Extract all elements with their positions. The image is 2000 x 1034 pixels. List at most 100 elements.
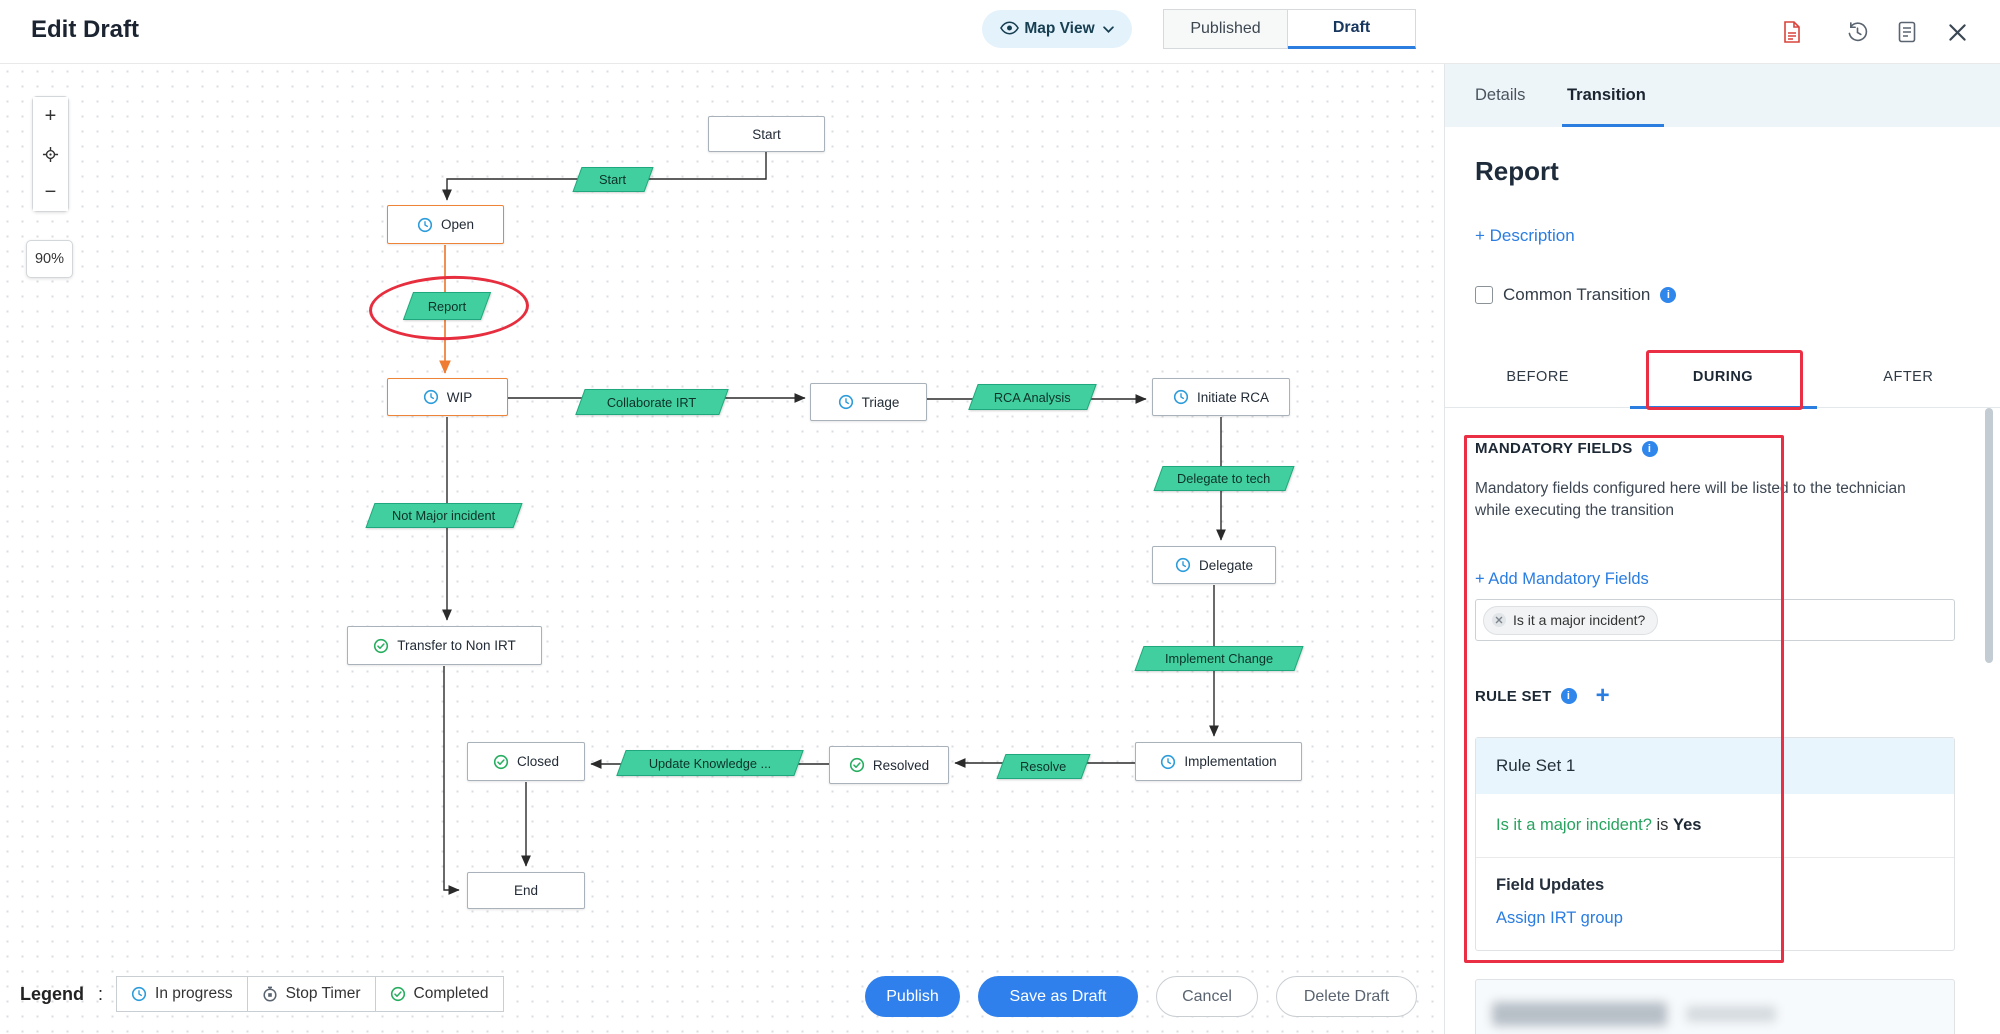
chip-remove-icon[interactable] — [1491, 612, 1507, 628]
state-node-closed[interactable]: Closed — [467, 742, 585, 781]
mandatory-fields-input[interactable]: Is it a major incident? — [1475, 599, 1955, 641]
transition-not-major-incident[interactable]: Not Major incident — [365, 503, 523, 528]
publish-button[interactable]: Publish — [865, 976, 960, 1017]
state-node-end[interactable]: End — [467, 872, 585, 909]
state-node-start[interactable]: Start — [708, 116, 825, 152]
add-description-link[interactable]: + Description — [1475, 226, 1575, 245]
check-circle-icon — [373, 638, 389, 654]
workflow-canvas[interactable]: + − 90% Start Open WIP Triage Initiate R… — [0, 64, 1445, 1034]
legend-item-label: Stop Timer — [285, 985, 361, 1002]
state-label: WIP — [446, 389, 473, 405]
transition-update-knowledge[interactable]: Update Knowledge ... — [616, 750, 804, 776]
transition-start[interactable]: Start — [572, 167, 654, 192]
crosshair-icon — [42, 146, 59, 162]
legend-items: In progress Stop Timer Completed — [116, 976, 504, 1012]
blurred-text — [1492, 1002, 1667, 1026]
assign-irt-group-link[interactable]: Assign IRT group — [1496, 909, 1623, 927]
transition-label: Implement Change — [1164, 651, 1274, 666]
info-icon[interactable]: i — [1660, 287, 1677, 303]
stop-timer-icon — [262, 986, 278, 1002]
transition-label: Delegate to tech — [1177, 471, 1271, 486]
stage-tabs: BEFORE DURING AFTER — [1445, 346, 2000, 409]
info-icon[interactable]: i — [1560, 688, 1577, 704]
state-label: End — [513, 883, 539, 898]
tab-before[interactable]: BEFORE — [1506, 368, 1569, 385]
map-view-selector[interactable]: Map View — [982, 10, 1132, 48]
chevron-down-icon — [1102, 20, 1114, 38]
clock-icon — [1160, 754, 1176, 770]
transition-resolve[interactable]: Resolve — [996, 754, 1091, 779]
mandatory-fields-description: Mandatory fields configured here will be… — [1475, 480, 1906, 520]
state-label: Open — [440, 217, 475, 232]
transition-title: Report — [1475, 156, 1559, 186]
state-node-open[interactable]: Open — [387, 205, 504, 244]
chip-label: Is it a major incident? — [1513, 612, 1646, 628]
tab-published[interactable]: Published — [1163, 9, 1288, 49]
save-as-draft-button[interactable]: Save as Draft — [978, 976, 1138, 1017]
transition-label: RCA Analysis — [994, 389, 1071, 405]
footer-actions: Publish Save as Draft Cancel Delete Draf… — [865, 976, 1417, 1017]
close-icon[interactable] — [1943, 18, 1971, 46]
state-node-initiate-rca[interactable]: Initiate RCA — [1152, 378, 1290, 416]
panel-scrollbar[interactable] — [1985, 408, 1993, 663]
legend-separator: : — [98, 983, 104, 1004]
clock-icon — [838, 394, 854, 410]
condition-field: Is it a major incident? — [1496, 816, 1652, 834]
tab-transition[interactable]: Transition — [1567, 86, 1646, 104]
transition-panel: Details Transition Report + Description … — [1444, 64, 2000, 1034]
state-node-transfer-to-non-irt[interactable]: Transfer to Non IRT — [347, 626, 542, 665]
info-icon[interactable]: i — [1641, 440, 1658, 457]
transition-collaborate-irt[interactable]: Collaborate IRT — [575, 389, 729, 415]
common-transition-row: Common Transition i — [1475, 285, 1677, 305]
mandatory-fields-title: MANDATORY FIELDS — [1475, 440, 1633, 457]
rule-set-condition: Is it a major incident? is Yes — [1476, 794, 1954, 858]
export-pdf-icon[interactable] — [1778, 18, 1806, 46]
tab-details[interactable]: Details — [1475, 86, 1526, 104]
state-node-wip[interactable]: WIP — [387, 378, 508, 416]
state-label: Initiate RCA — [1196, 389, 1270, 405]
center-view-button[interactable] — [33, 135, 68, 173]
legend-item-label: In progress — [155, 985, 233, 1002]
rule-set-card-title[interactable]: Rule Set 1 — [1476, 738, 1954, 794]
state-node-implementation[interactable]: Implementation — [1135, 742, 1302, 781]
tab-after[interactable]: AFTER — [1883, 368, 1934, 385]
legend-title: Legend — [20, 983, 85, 1004]
active-tab-underline — [1562, 124, 1664, 127]
transition-delegate-to-tech[interactable]: Delegate to tech — [1153, 466, 1295, 491]
state-node-resolved[interactable]: Resolved — [829, 746, 949, 784]
transition-report[interactable]: Report — [402, 292, 492, 320]
page-title: Edit Draft — [31, 16, 139, 43]
add-rule-set-button[interactable]: + — [1595, 682, 1610, 709]
check-circle-icon — [493, 754, 509, 770]
zoom-in-button[interactable]: + — [33, 97, 68, 135]
document-icon[interactable] — [1893, 18, 1921, 46]
state-node-delegate[interactable]: Delegate — [1152, 546, 1276, 584]
add-mandatory-fields-link[interactable]: + Add Mandatory Fields — [1475, 570, 1649, 588]
transition-label: Collaborate IRT — [607, 394, 697, 410]
delete-draft-button[interactable]: Delete Draft — [1276, 976, 1417, 1017]
blurred-text — [1686, 1006, 1776, 1022]
state-label: Implementation — [1184, 754, 1277, 769]
legend: Legend : In progress Stop Timer Complete… — [20, 976, 504, 1012]
field-updates-heading: Field Updates — [1496, 876, 1605, 894]
legend-item-label: Completed — [413, 985, 489, 1002]
clock-icon — [423, 389, 439, 405]
zoom-out-button[interactable]: − — [33, 173, 68, 211]
tab-draft[interactable]: Draft — [1288, 9, 1416, 49]
zoom-level: 90% — [26, 240, 73, 278]
state-node-triage[interactable]: Triage — [810, 383, 927, 421]
transition-rca-analysis[interactable]: RCA Analysis — [968, 384, 1097, 410]
tab-during[interactable]: DURING — [1692, 368, 1754, 385]
clock-icon — [1175, 557, 1191, 573]
rule-set-title: RULE SET — [1475, 687, 1552, 705]
cancel-button[interactable]: Cancel — [1156, 976, 1258, 1017]
transition-implement-change[interactable]: Implement Change — [1134, 646, 1304, 671]
field-updates-section: Field Updates Assign IRT group — [1476, 858, 1954, 950]
state-label: Delegate — [1198, 557, 1254, 573]
transition-label: Start — [599, 172, 627, 187]
common-transition-checkbox[interactable] — [1475, 286, 1493, 304]
mode-tabs: Published Draft — [1163, 9, 1416, 49]
transition-label: Resolve — [1020, 759, 1067, 774]
state-label: Resolved — [872, 757, 930, 773]
history-icon[interactable] — [1843, 18, 1871, 46]
